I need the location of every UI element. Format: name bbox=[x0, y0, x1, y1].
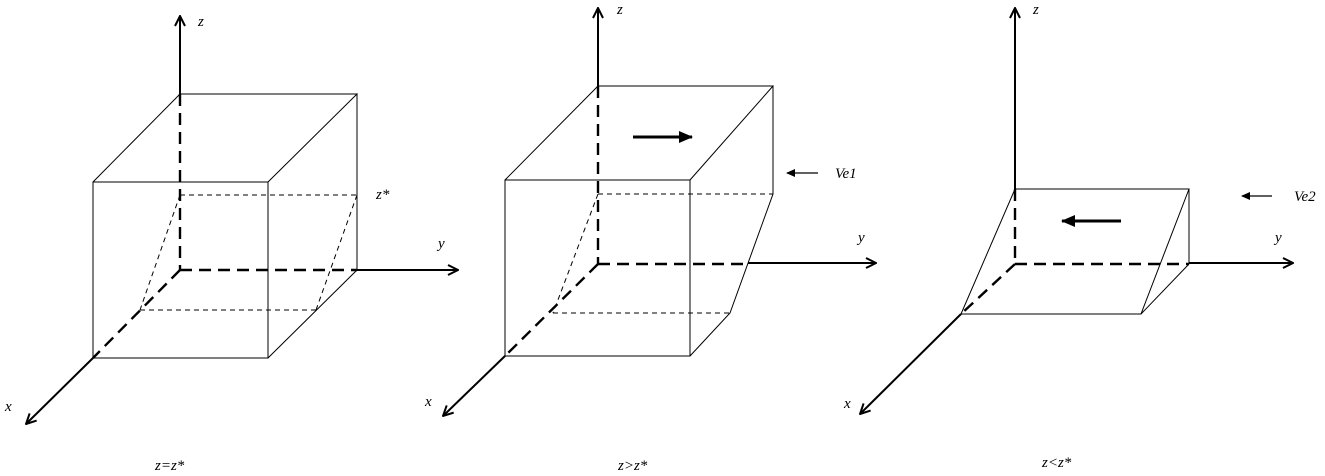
z-axis-label: z bbox=[616, 2, 623, 18]
panel-caption: z=z* bbox=[154, 458, 185, 474]
x-axis-label: x bbox=[4, 399, 12, 415]
cube-top-face bbox=[92, 93, 359, 183]
y-axis-label: y bbox=[436, 236, 445, 252]
level-plane-right bbox=[315, 194, 358, 311]
flow-label: Ve2 bbox=[1294, 189, 1316, 205]
box-top-face bbox=[504, 85, 775, 181]
cube-right-face bbox=[267, 94, 358, 359]
level-plane-left bbox=[139, 194, 181, 311]
y-axis-label: y bbox=[856, 230, 865, 246]
x-axis-label: x bbox=[843, 396, 851, 412]
level-plane-left bbox=[552, 193, 599, 314]
panel-below-level: z y x Ve2 z<z* bbox=[843, 2, 1316, 471]
z-axis-label: z bbox=[1032, 2, 1039, 18]
panel-above-level: z y x Ve1 z>z* bbox=[424, 2, 876, 474]
x-axis-hidden bbox=[92, 269, 181, 359]
slab-right-bottom bbox=[1140, 263, 1190, 315]
x-axis bbox=[26, 357, 94, 424]
box-right-face bbox=[689, 86, 774, 357]
x-axis-hidden bbox=[504, 263, 599, 357]
panel-equilibrium: z y x z* z=z* bbox=[4, 14, 458, 474]
x-axis bbox=[860, 313, 962, 414]
z-axis-label: z bbox=[197, 14, 204, 30]
level-label: z* bbox=[375, 187, 390, 203]
x-axis-hidden bbox=[960, 263, 1016, 315]
y-axis-label: y bbox=[1273, 230, 1282, 246]
panel-caption: z<z* bbox=[1041, 455, 1072, 471]
panel-caption: z>z* bbox=[617, 458, 648, 474]
x-axis bbox=[443, 355, 506, 416]
slab-top-edges bbox=[960, 188, 1190, 315]
flow-label: Ve1 bbox=[835, 166, 857, 182]
x-axis-label: x bbox=[424, 394, 432, 410]
